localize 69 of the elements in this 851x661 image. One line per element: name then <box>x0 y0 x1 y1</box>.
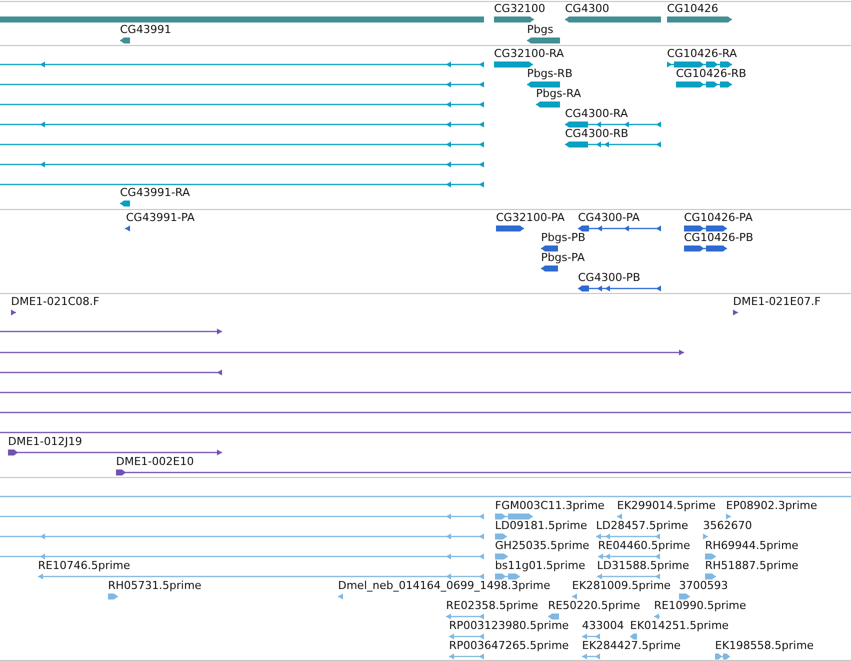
feature-name: CG43991-PA <box>126 212 195 224</box>
feature-name: DME1-021E07.F <box>733 296 821 308</box>
transcript-feature <box>0 81 484 88</box>
est-feature <box>0 493 851 500</box>
feature-name: CG43991 <box>120 24 172 36</box>
feature-name: CG4300-PB <box>578 272 640 284</box>
feature-name: 433004 <box>582 620 624 632</box>
transcript-feature <box>0 161 484 168</box>
feature-name: LD28457.5prime <box>596 520 688 532</box>
feature-name: EK281009.5prime <box>572 580 671 592</box>
feature-name: 3700593 <box>679 580 728 592</box>
clone-feature <box>0 369 222 376</box>
transcript-feature <box>0 181 484 188</box>
feature-name: EK198558.5prime <box>715 640 814 652</box>
feature-name: Dmel_neb_014164_0699_1498.3prime <box>338 580 550 592</box>
gene-feature <box>0 16 484 23</box>
feature-name: LD09181.5prime <box>495 520 588 532</box>
feature-name: CG43991-RA <box>120 187 190 199</box>
feature-name: DME1-012J19 <box>8 436 82 448</box>
est-feature <box>0 513 484 520</box>
feature-name: RH69944.5prime <box>705 540 798 552</box>
feature-name: EK014251.5prime <box>630 620 729 632</box>
transcript-feature <box>0 101 484 108</box>
feature-name: RE10990.5prime <box>654 600 746 612</box>
feature-name: CG10426-RB <box>676 68 746 80</box>
feature-name: CG32100-RA <box>494 48 564 60</box>
feature-name: bs11g01.5prime <box>495 560 586 572</box>
feature-name: CG32100-PA <box>496 212 565 224</box>
feature-name: Pbgs <box>527 24 554 36</box>
feature-name: EK284427.5prime <box>582 640 681 652</box>
clone-feature <box>0 409 851 416</box>
feature-name: Pbgs-PB <box>541 232 586 244</box>
feature-name: CG4300-PA <box>578 212 640 224</box>
feature-name: CG32100 <box>494 3 546 15</box>
feature-name: RE02358.5prime <box>446 600 538 612</box>
feature-name: RP003123980.5prime <box>449 620 569 632</box>
est-feature <box>0 553 484 560</box>
clone-feature <box>0 389 851 396</box>
feature-name: DME1-002E10 <box>116 456 194 468</box>
feature-name: CG10426 <box>667 3 718 15</box>
feature-name: RH05731.5prime <box>108 580 202 592</box>
feature-name: Pbgs-PA <box>541 252 585 264</box>
feature-name: CG4300-RA <box>565 108 628 120</box>
feature-name: Pbgs-RB <box>527 68 572 80</box>
feature-name: FGM003C11.3prime <box>495 500 605 512</box>
feature-name: EP08902.3prime <box>726 500 818 512</box>
feature-name: 3562670 <box>703 520 752 532</box>
feature-name: RE10746.5prime <box>38 560 130 572</box>
feature-name: CG10426-PB <box>684 232 754 244</box>
transcript-feature <box>0 141 484 148</box>
clone-feature <box>0 349 684 356</box>
feature-name: RH51887.5prime <box>705 560 798 572</box>
feature-name: EK299014.5prime <box>617 500 716 512</box>
feature-name: RE50220.5prime <box>548 600 640 612</box>
feature-name: CG4300 <box>565 3 610 15</box>
feature-name: CG10426-RA <box>667 48 737 60</box>
feature-name: LD31588.5prime <box>597 560 690 572</box>
clone-feature <box>0 328 222 335</box>
feature-name: RP003647265.5prime <box>449 640 569 652</box>
feature-name: Pbgs-RA <box>536 88 582 100</box>
feature-name: CG10426-PA <box>684 212 753 224</box>
clone-feature <box>0 429 851 436</box>
feature-name: RE04460.5prime <box>598 540 690 552</box>
feature-name: CG4300-RB <box>565 128 628 140</box>
transcript-feature <box>0 121 484 128</box>
feature-name: GH25035.5prime <box>495 540 590 552</box>
est-feature <box>0 533 484 540</box>
feature-name: DME1-021C08.F <box>11 296 100 308</box>
transcript-feature <box>0 61 484 68</box>
